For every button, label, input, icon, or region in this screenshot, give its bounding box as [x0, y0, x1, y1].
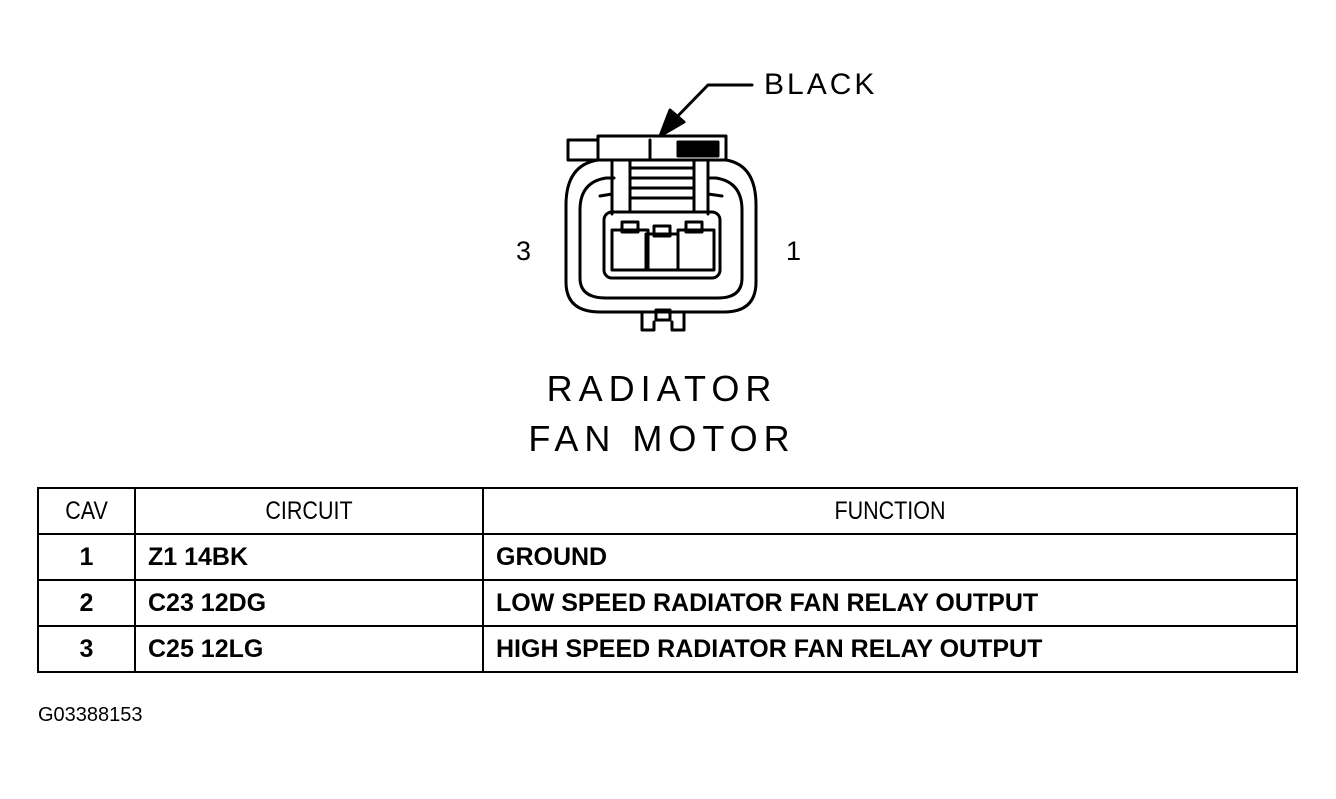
- cav-cell: 2: [37, 579, 136, 627]
- lock-tab-arms: [598, 192, 724, 198]
- table-header-row: CAV CIRCUIT FUNCTION: [38, 487, 1297, 535]
- cavity-3-key: [620, 220, 640, 234]
- circuit-cell: C25 12LG: [134, 625, 484, 673]
- connector-housing-outer: [564, 158, 758, 314]
- circuit-cell: C23 12DG: [134, 579, 484, 627]
- callout-leader-line: [670, 83, 754, 124]
- header-cav: CAV: [43, 487, 130, 535]
- latch-slot: [676, 140, 720, 158]
- pin-3-label: 3: [516, 236, 532, 266]
- connector-housing-inner: [578, 176, 744, 300]
- circuit-cell: Z1 14BK: [134, 533, 484, 581]
- table-row: 2 C23 12DG LOW SPEED RADIATOR FAN RELAY …: [37, 579, 1298, 627]
- wire-color-callout: BLACK: [764, 68, 878, 101]
- figure-code: G03388153: [38, 704, 143, 726]
- function-cell: GROUND: [482, 533, 1298, 581]
- table-row: 3 C25 12LG HIGH SPEED RADIATOR FAN RELAY…: [37, 625, 1298, 673]
- connector-diagram: [564, 83, 758, 332]
- cavity-2: [644, 232, 680, 272]
- pinout-table: CAV CIRCUIT FUNCTION 1 Z1 14BK GROUND 2 …: [37, 487, 1298, 673]
- cav-cell: 1: [37, 533, 136, 581]
- title-line-2: FAN MOTOR: [528, 418, 796, 459]
- bottom-key-slot: [654, 308, 672, 322]
- pin-1-label: 1: [786, 236, 802, 266]
- cavity-1: [676, 228, 716, 272]
- cavity-3: [610, 228, 650, 272]
- function-cell: LOW SPEED RADIATOR FAN RELAY OUTPUT: [482, 579, 1298, 627]
- connector-lock-tab: [610, 158, 710, 216]
- title-line-1: RADIATOR: [546, 368, 778, 409]
- connector-title: RADIATOR FAN MOTOR: [462, 364, 862, 464]
- terminal-block: [602, 210, 722, 280]
- function-cell: HIGH SPEED RADIATOR FAN RELAY OUTPUT: [482, 625, 1298, 673]
- header-function: FUNCTION: [539, 487, 1241, 535]
- cavity-2-key: [652, 224, 672, 238]
- callout-arrowhead: [658, 108, 686, 138]
- cav-cell: 3: [37, 625, 136, 673]
- cavity-1-key: [684, 220, 704, 234]
- table-row: 1 Z1 14BK GROUND: [37, 533, 1298, 581]
- connector-bottom-key: [640, 310, 686, 332]
- header-circuit: CIRCUIT: [158, 487, 460, 535]
- lock-tab-ribs: [628, 166, 696, 200]
